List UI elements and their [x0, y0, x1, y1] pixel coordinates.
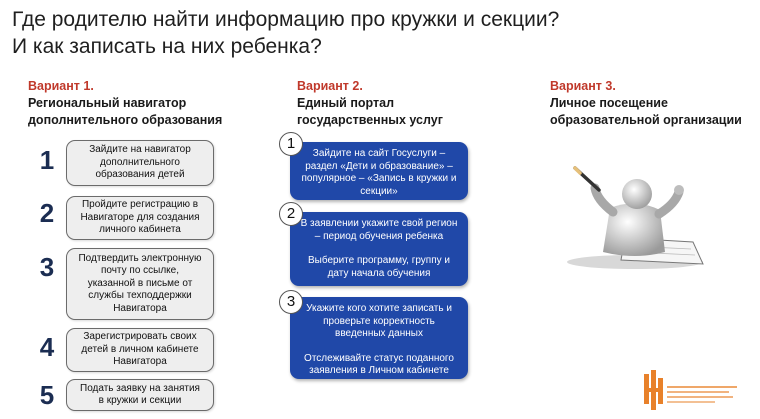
step-number: 4: [39, 332, 55, 362]
step-line: службы техподдержки: [88, 290, 192, 302]
center-logo-icon: [644, 370, 737, 410]
navigator-step-box: Зарегистрировать своих детей в личном ка…: [66, 328, 214, 372]
step-number: 1: [39, 145, 55, 175]
variant-label: Вариант 3.: [550, 79, 616, 93]
step-line: раздел «Дети и образование» –: [305, 160, 453, 172]
navigator-step-box: Зайдите на навигатор дополнительного обр…: [66, 140, 214, 186]
step-circle: 1: [279, 132, 303, 156]
step-line: Укажите кого хотите записать и: [306, 303, 452, 314]
step-line: образования детей: [95, 169, 185, 181]
step-number: 3: [39, 252, 55, 282]
step-line: В заявлении укажите свой регион: [300, 218, 458, 229]
step-line: секции»: [360, 185, 398, 197]
step-line: Подтвердить электронную: [78, 252, 202, 264]
step-line: личного кабинета: [99, 224, 181, 236]
variant-desc-line: Единый портал: [297, 96, 395, 110]
column-3-header: Вариант 3. Личное посещение образователь…: [550, 78, 742, 129]
step-line: проверьте корректность: [323, 315, 435, 327]
step-line: Навигатора: [113, 356, 167, 368]
variant-label: Вариант 2.: [297, 79, 363, 93]
gosuslugi-step-box: В заявлении укажите свой регион – период…: [290, 212, 468, 286]
step-line: Зайдите на сайт Госуслуги –: [312, 148, 446, 159]
column-2-header: Вариант 2. Единый портал государственных…: [297, 78, 443, 129]
step-line: Зайдите на навигатор: [89, 144, 191, 156]
step-line: Подать заявку на занятия: [80, 382, 200, 394]
navigator-step-box: Пройдите регистрацию в Навигаторе для со…: [66, 196, 214, 240]
step-circle: 3: [279, 290, 303, 314]
navigator-step-box: Подать заявку на занятия в кружки и секц…: [66, 379, 214, 411]
page-title: Где родителю найти информацию про кружки…: [12, 6, 712, 60]
step-line: Выберите программу, группу и: [307, 255, 450, 266]
step-line: почту по ссылке,: [100, 265, 180, 277]
gosuslugi-step-box: Зайдите на сайт Госуслуги – раздел «Дети…: [290, 142, 468, 200]
step-line: – период обучения ребенка: [314, 230, 444, 242]
step-line: Отслеживайте статус поданного: [304, 352, 454, 364]
step-number: 2: [39, 198, 55, 228]
step-line: детей в личном кабинете: [81, 343, 199, 355]
step-line: введенных данных: [335, 328, 423, 339]
person-with-pencil-icon: [567, 166, 704, 269]
title-line-2: И как записать на них ребенка?: [12, 35, 322, 58]
column-1-header: Вариант 1. Региональный навигатор дополн…: [28, 78, 222, 129]
variant-desc-line: образовательной организации: [550, 113, 742, 127]
step-line: указанной в письме от: [87, 277, 193, 289]
variant-label: Вариант 1.: [28, 79, 94, 93]
step-line: заявления в Личном кабинете: [309, 365, 449, 376]
navigator-step-box: Подтвердить электронную почту по ссылке,…: [66, 248, 214, 320]
variant-desc-line: государственных услуг: [297, 113, 443, 127]
step-line: Навигатора: [113, 302, 167, 314]
step-number: 5: [39, 380, 55, 410]
step-line: популярное – «Запись в кружки и: [301, 173, 457, 184]
step-line: дополнительного: [100, 156, 180, 168]
gosuslugi-step-box: Укажите кого хотите записать и проверьте…: [290, 297, 468, 379]
step-line: Пройдите регистрацию в: [81, 199, 199, 211]
step-line: в кружки и секции: [98, 395, 182, 406]
step-line: Навигаторе для создания: [80, 211, 200, 223]
step-circle: 2: [279, 202, 303, 226]
step-line: дату начала обучения: [327, 267, 431, 279]
variant-desc-line: дополнительного образования: [28, 113, 223, 127]
variant-desc-line: Региональный навигатор: [28, 96, 187, 110]
variant-desc-line: Личное посещение: [550, 96, 668, 110]
title-line-1: Где родителю найти информацию про кружки…: [12, 8, 560, 31]
step-line: Зарегистрировать своих: [83, 331, 197, 343]
